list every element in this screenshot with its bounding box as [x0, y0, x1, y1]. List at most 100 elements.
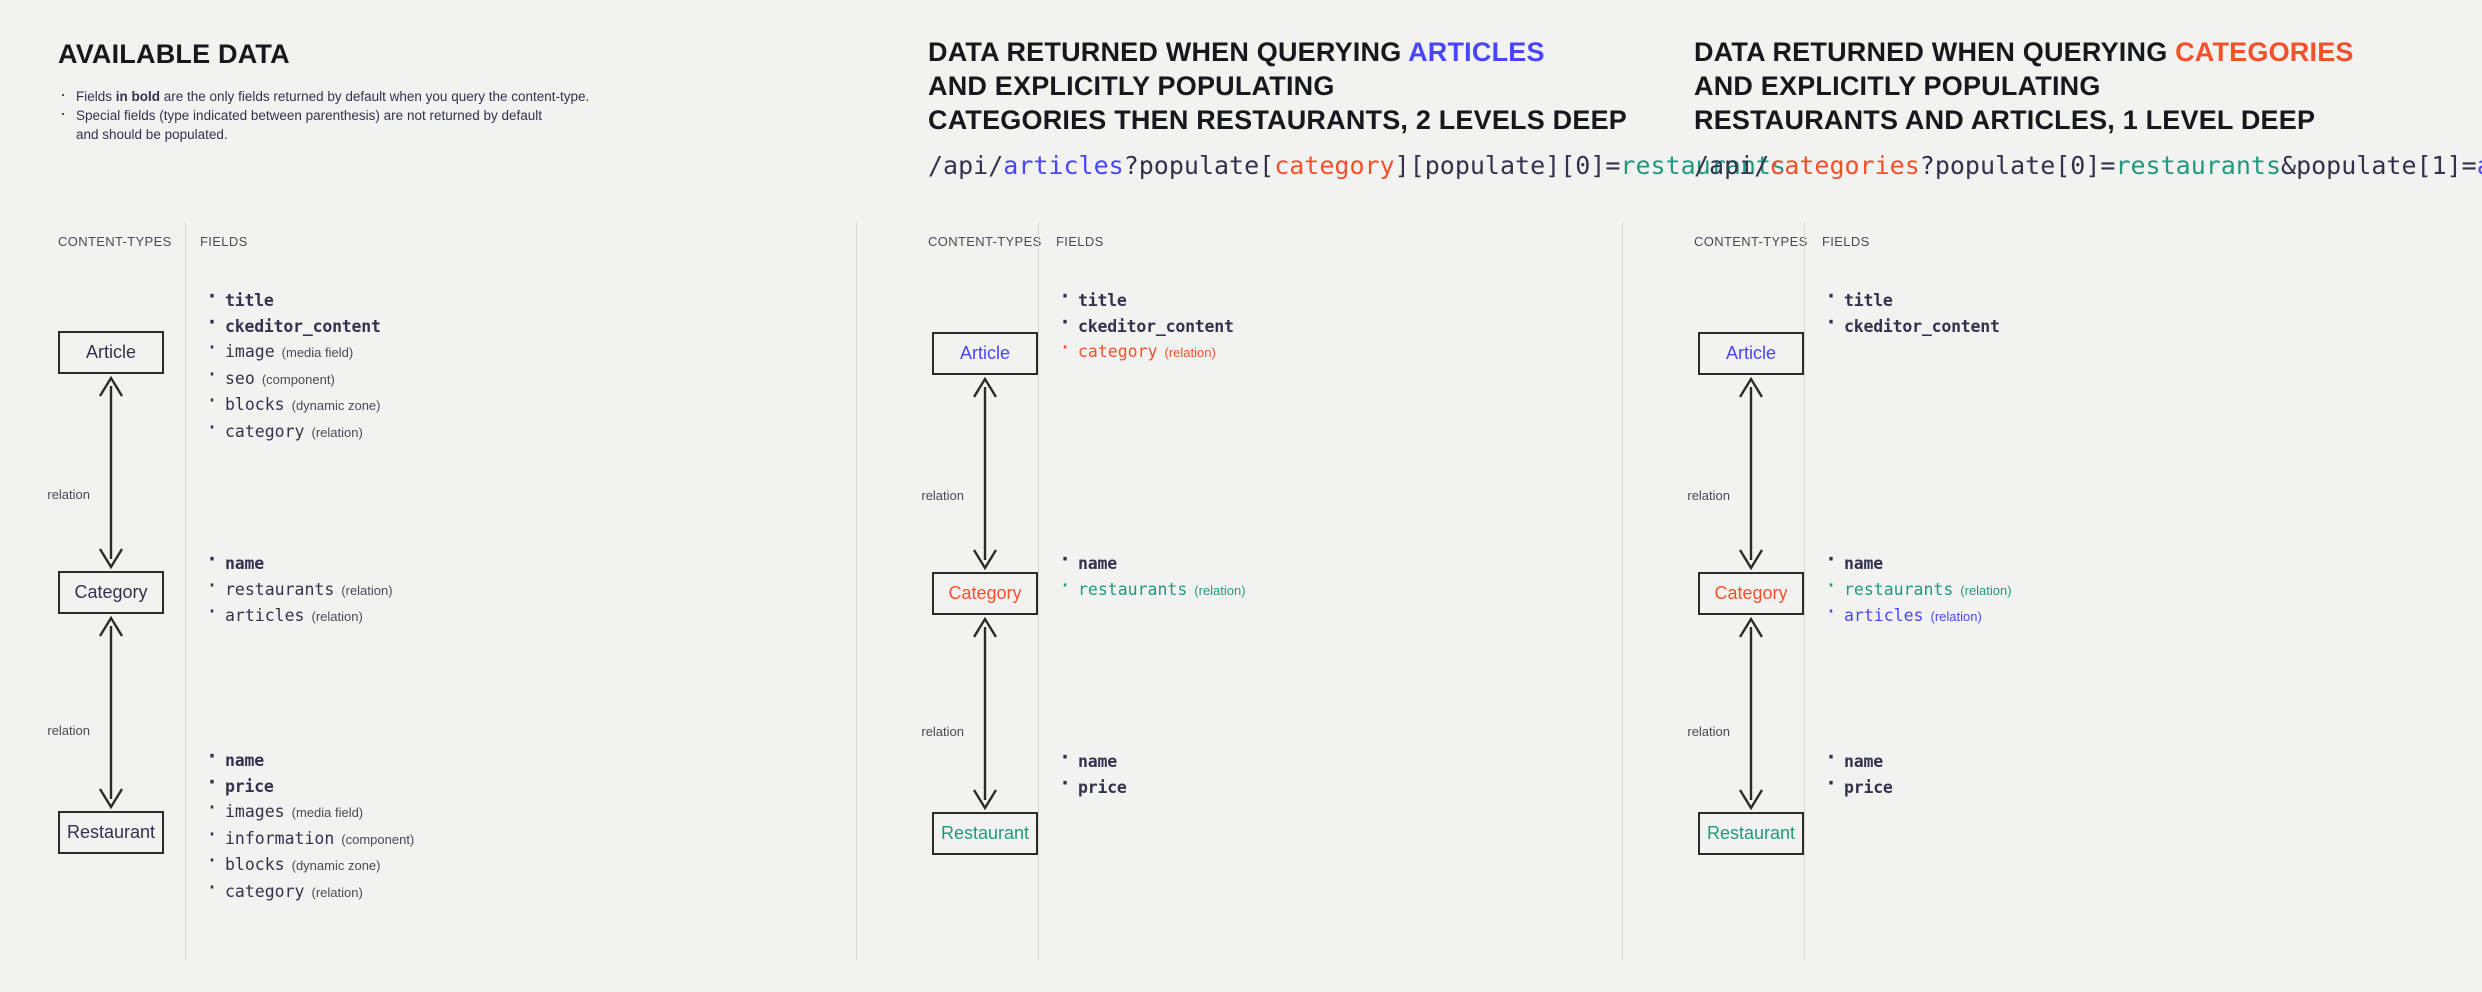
field-type: (dynamic zone) [291, 398, 381, 413]
field-type: (component) [341, 831, 415, 847]
url-part-category: category [1274, 151, 1395, 180]
field-name: ckeditor_content [225, 316, 381, 336]
content-type-box-article[interactable]: Article [1698, 332, 1804, 375]
relation-label-category-restaurant: relation [1687, 724, 1730, 739]
content-type-box-category[interactable]: Category [932, 572, 1038, 615]
field-name: title [1844, 291, 1893, 310]
field-name: title [225, 291, 274, 310]
field-list-category: name restaurants(relation) articles(rela… [1822, 547, 2012, 630]
content-type-box-restaurant[interactable]: Restaurant [1698, 812, 1804, 855]
field-name: name [1844, 752, 1883, 771]
field-item: image(media field) [203, 335, 381, 366]
field-item: price [1056, 771, 1127, 801]
field-item: title [1822, 284, 2000, 314]
panel-query-articles: DATA RETURNED WHEN QUERYING ARTICLES AND… [856, 0, 1786, 992]
field-name: category [225, 881, 305, 901]
api-url-articles: /api/articles?populate[category][populat… [928, 151, 1786, 181]
legend-text-2a: Special fields (type indicated between p… [76, 108, 543, 123]
field-item: seo(component) [203, 362, 381, 393]
field-name: name [1078, 554, 1117, 573]
sublabel-fields: FIELDS [1056, 234, 1104, 249]
heading-text: DATA RETURNED WHEN QUERYING [928, 37, 1409, 67]
content-type-box-restaurant[interactable]: Restaurant [58, 811, 164, 854]
url-part: ?populate[0]= [1919, 151, 2116, 180]
field-item: name [1056, 745, 1127, 775]
field-name: name [1078, 752, 1117, 771]
heading-accent-articles: ARTICLES [1408, 37, 1545, 67]
field-item: title [1056, 284, 1234, 314]
url-part: ][populate][0]= [1394, 151, 1621, 180]
field-item: information (component) [203, 822, 415, 853]
sublabel-fields: FIELDS [1822, 234, 1870, 249]
relation-arrow-article-category [91, 374, 131, 571]
legend-text-2b: and should be populated. [76, 127, 228, 142]
field-item: category(relation) [203, 875, 414, 906]
field-item: price [1822, 771, 1893, 801]
field-item: category (relation) [1056, 335, 1234, 366]
column-divider-panel-2 [856, 222, 857, 960]
panel-3-heading-line-1: DATA RETURNED WHEN QUERYING CATEGORIES [1694, 36, 2354, 69]
field-name: price [225, 776, 274, 796]
field-item: blocks(dynamic zone) [203, 388, 381, 419]
field-name: restaurants [225, 579, 335, 599]
field-item: restaurants (relation) [203, 573, 393, 604]
url-part: ?populate[ [1123, 151, 1275, 180]
field-type: (relation) [1960, 582, 2012, 598]
panel-2-heading-line-3: CATEGORIES THEN RESTAURANTS, 2 LEVELS DE… [928, 105, 1627, 135]
legend-item-bold-fields: Fields in bold are the only fields retur… [58, 85, 590, 106]
sublabel-content-types: CONTENT-TYPES [1694, 234, 1808, 249]
panel-2-heading-line-1: DATA RETURNED WHEN QUERYING ARTICLES [928, 36, 1545, 69]
field-type: (relation) [1164, 345, 1216, 360]
field-name: ckeditor_content [1844, 316, 2000, 336]
panel-2-heading-line-2: AND EXPLICITLY POPULATING [928, 71, 1335, 101]
relation-label-category-restaurant: relation [921, 724, 964, 739]
field-type: (relation) [311, 424, 363, 440]
field-type: (relation) [341, 582, 393, 598]
legend-item-special-fields: Special fields (type indicated between p… [58, 104, 589, 144]
content-type-box-article[interactable]: Article [58, 331, 164, 374]
field-list-article: title ckeditor_content image(media field… [203, 284, 381, 445]
field-item: restaurants(relation) [1822, 573, 2012, 604]
field-list-article: title ckeditor_content category(relation… [1056, 284, 1234, 366]
column-divider-panel-3 [1622, 222, 1623, 960]
field-type: (relation) [311, 609, 363, 624]
relation-label-article-category: relation [47, 487, 90, 502]
panel-3-heading-line-2: AND EXPLICITLY POPULATING [1694, 71, 2101, 101]
relation-label-article-category: relation [921, 488, 964, 503]
field-item: name [1822, 547, 2012, 577]
field-name: restaurants [1078, 579, 1188, 599]
field-item: name [1056, 547, 1246, 577]
panel-query-categories: DATA RETURNED WHEN QUERYING CATEGORIES A… [1622, 0, 2482, 992]
relation-arrow-category-restaurant [1731, 615, 1771, 812]
content-type-box-article[interactable]: Article [932, 332, 1038, 375]
panel-3-heading-line-3: RESTAURANTS AND ARTICLES, 1 LEVEL DEEP [1694, 105, 2316, 135]
legend-text-1c: are the only fields returned by default … [160, 89, 590, 104]
field-item: title [203, 284, 381, 314]
url-part-resource: articles [1003, 151, 1124, 180]
content-type-box-category[interactable]: Category [1698, 572, 1804, 615]
field-type: (media field) [291, 805, 364, 820]
field-item: restaurants(relation) [1056, 573, 1246, 604]
url-part-resource: categories [1769, 151, 1920, 180]
field-item: name [1822, 745, 1893, 775]
field-name: name [225, 751, 264, 770]
field-name: name [1844, 554, 1883, 573]
field-name: seo [225, 368, 255, 388]
sublabel-content-types: CONTENT-TYPES [928, 234, 1042, 249]
field-name: category [1078, 342, 1158, 361]
field-list-category: name restaurants(relation) articles(rela… [203, 547, 393, 630]
relation-arrow-article-category [1731, 375, 1771, 572]
content-type-box-restaurant[interactable]: Restaurant [932, 812, 1038, 855]
field-type: (relation) [1930, 609, 1982, 624]
field-list-restaurant: name price images(media field) informati… [203, 744, 415, 906]
field-name: price [1844, 777, 1893, 797]
field-name: blocks [225, 855, 285, 874]
field-name: information [225, 828, 335, 848]
content-type-box-category[interactable]: Category [58, 571, 164, 614]
relation-arrow-category-restaurant [91, 614, 131, 811]
url-part-articles: articles [2477, 151, 2482, 180]
column-divider-fields-1 [185, 222, 186, 960]
column-divider-fields-3 [1804, 222, 1805, 960]
field-item: name [203, 547, 393, 577]
url-part-restaurants: restaurants [1620, 151, 1786, 180]
